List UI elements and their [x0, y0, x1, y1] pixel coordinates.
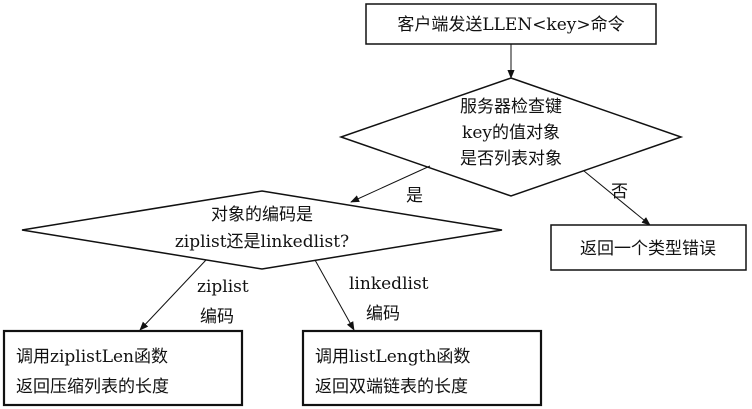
encoding-line-1: 对象的编码是 [211, 205, 313, 225]
edge-linkedlist-label-1: linkedlist [349, 274, 429, 294]
encoding-decision: 对象的编码是 ziplist还是linkedlist? [21, 190, 503, 270]
ziplist-length-node: 调用ziplistLen函数 返回压缩列表的长度 [2, 329, 244, 407]
edge-linkedlist [314, 259, 355, 331]
type-error-node: 返回一个类型错误 [550, 224, 747, 271]
type-check-decision: 服务器检查键 key的值对象 是否列表对象 [338, 77, 684, 197]
edge-linkedlist-label-2: 编码 [366, 304, 400, 324]
encoding-line-2: ziplist还是linkedlist? [175, 232, 349, 252]
edge-no [583, 170, 651, 226]
ziplist-length-line-2: 返回压缩列表的长度 [16, 377, 169, 397]
ziplist-length-line-1: 调用ziplistLen函数 [16, 347, 168, 367]
linkedlist-length-node: 调用listLength函数 返回双端链表的长度 [301, 329, 543, 407]
linkedlist-length-line-2: 返回双端链表的长度 [315, 377, 468, 397]
edge-yes [350, 165, 431, 203]
start-node-label: 客户端发送LLEN<key>命令 [397, 15, 624, 35]
edge-no-label: 否 [611, 182, 628, 202]
type-error-label: 返回一个类型错误 [580, 239, 716, 259]
type-check-line-3: 是否列表对象 [460, 149, 562, 169]
edge-yes-label: 是 [406, 186, 423, 206]
type-check-line-2: key的值对象 [462, 123, 560, 143]
edge-ziplist-label-2: 编码 [200, 307, 234, 327]
type-check-line-1: 服务器检查键 [460, 97, 562, 117]
start-node: 客户端发送LLEN<key>命令 [365, 3, 657, 45]
edge-ziplist-label-1: ziplist [197, 277, 249, 297]
edge-ziplist [139, 259, 207, 331]
linkedlist-length-line-1: 调用listLength函数 [315, 347, 470, 367]
